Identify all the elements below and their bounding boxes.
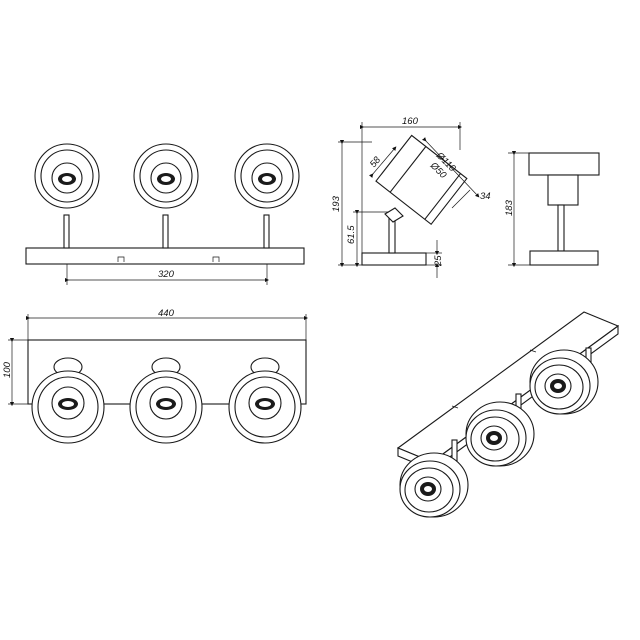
dim-320: 320 <box>64 264 270 285</box>
dim-440-label: 440 <box>158 308 175 319</box>
side-view-2: 183 <box>504 150 600 268</box>
front-view: 320 <box>25 143 305 285</box>
dim-193-label: 193 <box>331 195 342 212</box>
side-view: 160 Ø110 Ø50 58 34 193 61.5 25 <box>331 116 491 278</box>
iso-view <box>396 311 620 518</box>
top-spot-1 <box>31 357 105 444</box>
dim-320-label: 320 <box>158 269 175 280</box>
dim-25-label: 25 <box>433 255 444 267</box>
side2-base <box>529 250 599 266</box>
dim-183-label: 183 <box>504 199 515 216</box>
top-view: 440 100 <box>2 308 309 444</box>
front-spot-2 <box>133 143 199 249</box>
top-spot-2 <box>129 357 203 444</box>
front-spot-3 <box>234 143 300 249</box>
dim-58-label: 58 <box>368 154 384 170</box>
dim-160-label: 160 <box>402 116 419 127</box>
front-spot-1 <box>34 143 100 249</box>
side2-head <box>528 152 600 176</box>
front-slot-marks <box>117 256 220 262</box>
dim-34-label: 34 <box>480 191 491 202</box>
dim-100-label: 100 <box>2 361 13 378</box>
iso-spot-3 <box>529 349 599 415</box>
iso-spot-1 <box>399 452 469 518</box>
side-base <box>361 252 427 266</box>
front-base-plate <box>25 247 305 265</box>
dim-61-5-label: 61.5 <box>346 225 357 244</box>
top-spot-3 <box>228 357 302 444</box>
iso-spot-2 <box>465 401 535 467</box>
